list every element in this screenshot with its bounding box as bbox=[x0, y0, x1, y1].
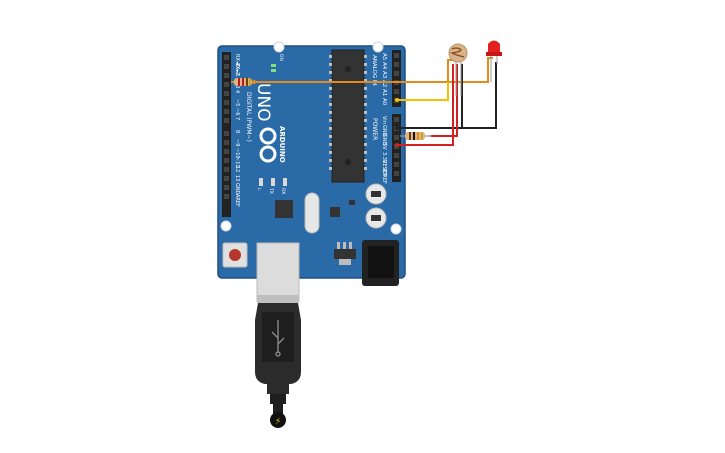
pin-label: GND bbox=[381, 134, 387, 146]
pin-label: 8 bbox=[234, 130, 240, 133]
mounting-hole bbox=[390, 223, 402, 235]
voltage-regulator bbox=[334, 249, 356, 259]
on-led bbox=[271, 64, 276, 67]
led-label-rx: RX bbox=[280, 188, 286, 194]
power-pin-labels: Vin GND GND 5V 3.3V RESET IOREF bbox=[381, 116, 387, 184]
analog-header bbox=[392, 50, 401, 107]
wire-red-2 bbox=[430, 64, 458, 137]
usb-symbol-icon bbox=[271, 320, 285, 357]
led-label-l: L bbox=[256, 188, 262, 191]
digital-section-label: DIGITAL (PWM~) bbox=[245, 92, 252, 142]
reset-button-cap bbox=[229, 249, 241, 261]
analog-pin-labels: A5 A4 A3 A2 A1 A0 bbox=[381, 53, 387, 106]
pin-label: GND bbox=[234, 183, 240, 195]
pin-label: GND bbox=[381, 125, 387, 137]
pin-label: ~6 bbox=[234, 108, 240, 115]
pin-label: A5 bbox=[381, 53, 387, 61]
pin-label: AREF bbox=[234, 194, 240, 207]
on-led bbox=[271, 69, 276, 72]
digital-header-pins bbox=[224, 55, 229, 199]
status-led bbox=[283, 178, 287, 186]
usb-chip bbox=[275, 200, 293, 218]
pin-label: TX►1 bbox=[234, 62, 240, 77]
wire-red bbox=[397, 64, 454, 146]
status-led bbox=[259, 178, 263, 186]
pin-label: 13 bbox=[234, 175, 240, 181]
lightning-icon: ⚡ bbox=[275, 417, 281, 427]
pin-label: Vin bbox=[381, 116, 387, 124]
wire-black bbox=[397, 62, 497, 129]
pin-label: A4 bbox=[381, 62, 387, 70]
status-led bbox=[271, 178, 275, 186]
pin-label: ~11 bbox=[234, 157, 240, 168]
pin-label: 7 bbox=[234, 117, 240, 120]
wire-yellow bbox=[397, 82, 449, 101]
pin-label: 5V bbox=[381, 143, 387, 150]
power-section-label: POWER bbox=[371, 118, 378, 140]
pin-label: RESET bbox=[381, 160, 387, 177]
chip-notch bbox=[345, 66, 351, 72]
led-label-tx: TX bbox=[268, 187, 274, 194]
mounting-hole bbox=[220, 220, 232, 232]
pin-label: 2 bbox=[234, 72, 240, 75]
model-label: UNO bbox=[253, 83, 273, 122]
photoresistor[interactable] bbox=[448, 43, 468, 96]
pin-label: A1 bbox=[381, 89, 387, 96]
usb-port[interactable] bbox=[256, 242, 300, 302]
on-label: ON bbox=[278, 54, 284, 61]
pin-label: ~5 bbox=[234, 99, 240, 106]
brand-label: ARDUINO bbox=[278, 126, 286, 163]
analog-section-label: ANALOG IN bbox=[371, 55, 377, 86]
mounting-hole bbox=[372, 41, 384, 53]
chip-notch bbox=[345, 159, 351, 165]
wire-end bbox=[395, 126, 399, 130]
smd-chip bbox=[349, 200, 355, 205]
pin-label: A2 bbox=[381, 80, 387, 87]
wire-end bbox=[252, 80, 256, 84]
mounting-hole bbox=[273, 41, 285, 53]
usb-cable[interactable]: ⚡ bbox=[255, 303, 301, 428]
pin-label: ~10 bbox=[234, 148, 240, 159]
pin-label: 12 bbox=[234, 166, 240, 172]
crystal bbox=[304, 192, 320, 234]
pin-label: IOREF bbox=[381, 169, 387, 184]
infinity-logo-icon bbox=[259, 127, 277, 163]
resistor[interactable] bbox=[400, 132, 432, 140]
chip-pins bbox=[329, 55, 367, 170]
resistor[interactable] bbox=[234, 78, 252, 86]
pin-label: ~9 bbox=[234, 139, 240, 146]
wire-end bbox=[395, 98, 399, 102]
red-led[interactable] bbox=[486, 40, 502, 83]
pin-label: A0 bbox=[381, 98, 387, 106]
pin-label: A3 bbox=[381, 71, 387, 79]
wire-end bbox=[395, 143, 399, 147]
pin-label: 4 bbox=[234, 90, 240, 93]
smd-chip bbox=[330, 207, 340, 217]
pin-label: 3.3V bbox=[381, 152, 387, 164]
pin-label: RX◄0 bbox=[234, 54, 240, 68]
